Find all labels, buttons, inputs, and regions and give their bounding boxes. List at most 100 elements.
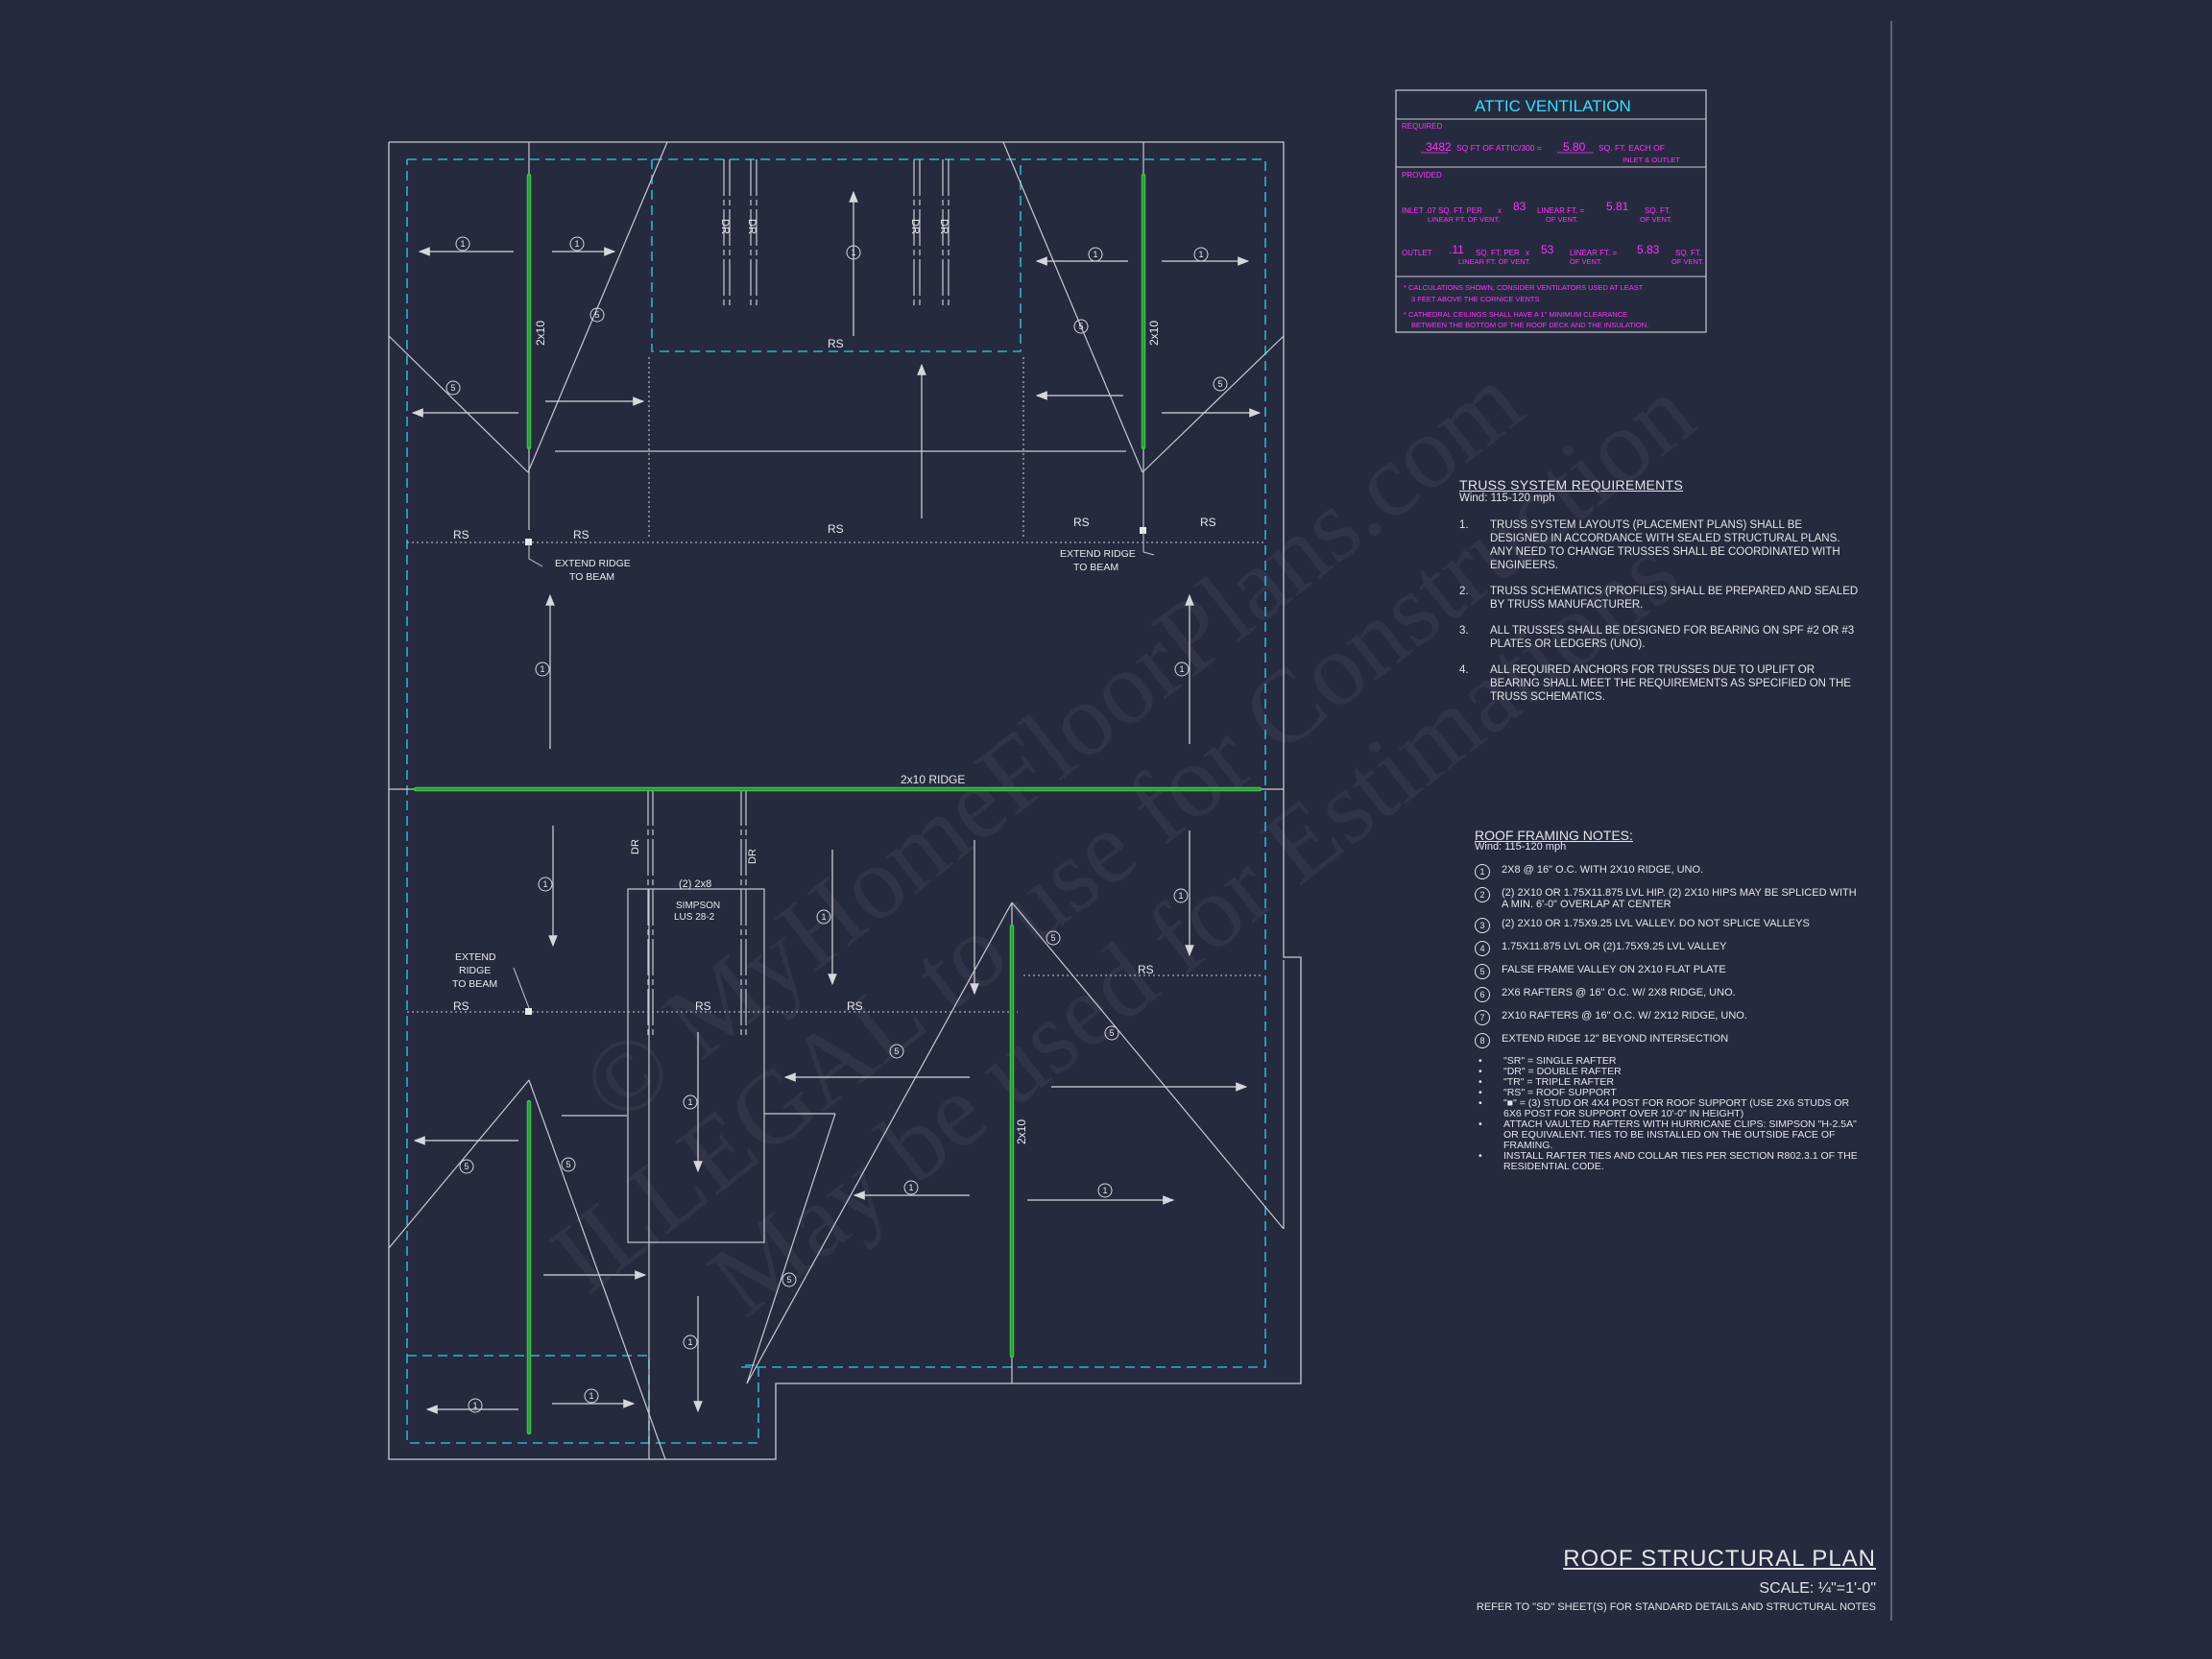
svg-text:1: 1	[687, 1337, 692, 1347]
framing-bullet-text: INSTALL RAFTER TIES AND COLLAR TIES PER …	[1503, 1150, 1858, 1172]
outer-wall-outline	[388, 141, 1302, 1460]
truss-item-text: ALL TRUSSES SHALL BE DESIGNED FOR BEARIN…	[1490, 625, 1855, 650]
framing-bullet-text: ATTACH VAULTED RAFTERS WITH HURRICANE CL…	[1503, 1118, 1857, 1151]
rs-label-1: RS	[453, 528, 469, 541]
dormer-double-rafters	[647, 159, 950, 1037]
framing-note-number: 1	[1475, 864, 1490, 879]
framing-bullet-text: "TR" = TRIPLE RAFTER	[1503, 1076, 1614, 1088]
dr-label-1: DR	[719, 219, 731, 234]
framing-bullet: •"DR" = DOUBLE RAFTER	[1475, 1067, 1859, 1077]
outlet-res-a: SQ. FT.	[1675, 249, 1701, 257]
framing-note: 62x6 RAFTERS @ 16" O.C. W/ 2x8 RIDGE, UN…	[1475, 987, 1859, 1002]
framing-note: 2(2) 2x10 OR 1.75x11.875 LVL HIP. (2) 2x…	[1475, 887, 1859, 910]
rs-label-3: RS	[828, 522, 844, 536]
svg-text:5: 5	[450, 383, 455, 393]
inlet-ft-a: LINEAR FT. =	[1537, 206, 1584, 215]
truss-heading: TRUSS SYSTEM REQUIREMENTS	[1459, 477, 1684, 493]
svg-text:1: 1	[574, 239, 579, 249]
framing-note-text: (2) 2x10 OR 1.75x9.25 LVL VALLEY. DO NOT…	[1502, 918, 1810, 929]
framing-note-text: 1.75x11.875 LVL OR (2)1.75x9.25 LVL VALL…	[1502, 941, 1727, 952]
svg-text:1: 1	[542, 879, 547, 889]
svg-text:1: 1	[908, 1183, 913, 1192]
framing-note-list: 12x8 @ 16" O.C. WITH 2x10 RIDGE, UNO.2(2…	[1475, 864, 1859, 1048]
svg-text:5: 5	[786, 1275, 791, 1285]
simpson-label-b: SIMPSON	[676, 901, 720, 911]
rs-label-2: RS	[573, 528, 589, 541]
framing-note-number: 4	[1475, 941, 1490, 956]
framing-bullet-text: "■" = (3) STUD OR 4x4 POST FOR ROOF SUPP…	[1503, 1097, 1850, 1119]
bullet-glyph: •	[1479, 1150, 1482, 1162]
ridge-label: 2x10 RIDGE	[901, 773, 965, 786]
svg-text:5: 5	[1050, 933, 1055, 943]
inlet-res: 5.81	[1606, 200, 1629, 213]
truss-item: 4.ALL REQUIRED ANCHORS FOR TRUSSES DUE T…	[1459, 663, 1863, 704]
truss-item: 2.TRUSS SCHEMATICS (PROFILES) SHALL BE P…	[1459, 585, 1863, 612]
framing-bullet: •"SR" = SINGLE RAFTER	[1475, 1056, 1859, 1067]
vent-note-2a: * CATHEDRAL CEILINGS SHALL HAVE A 1" MIN…	[1404, 310, 1627, 319]
dormer-outline	[651, 159, 1022, 352]
svg-text:1: 1	[851, 248, 855, 257]
framing-heading: ROOF FRAMING NOTES:	[1475, 828, 1633, 843]
attic-ventilation-title: ATTIC VENTILATION	[1475, 97, 1631, 115]
outlet-res: 5.83	[1637, 243, 1660, 256]
extend-ridge-low-a: EXTEND	[455, 951, 496, 963]
rafter-direction-arrows	[411, 190, 1262, 1414]
svg-text:1: 1	[1198, 250, 1203, 259]
simpson-label-c: LUS 28-2	[674, 912, 715, 923]
req-sqft: 3482	[1426, 140, 1452, 154]
framing-note-text: (2) 2x10 OR 1.75x11.875 LVL HIP. (2) 2x1…	[1502, 887, 1857, 910]
bullet-glyph: •	[1479, 1076, 1482, 1088]
outlet-a: OUTLET	[1402, 249, 1432, 257]
rs-label-6: RS	[828, 337, 844, 350]
inlet-x: x	[1498, 206, 1502, 215]
drawing-scale: SCALE: ¼"=1'-0"	[1759, 1580, 1876, 1597]
framing-note-text: 2x10 RAFTERS @ 16" O.C. W/ 2x12 RIDGE, U…	[1502, 1010, 1747, 1022]
callout-numbers: 1 1 1 1 1 1 1 1 1 1 1 1 1 1 1 1 5 5 5 5 …	[450, 239, 1222, 1410]
outlet-c: LINEAR FT. OF VENT.	[1458, 257, 1530, 266]
req-unit-a: SQ. FT. EACH OF	[1599, 143, 1665, 153]
svg-text:5: 5	[464, 1162, 469, 1171]
rs-label-9: RS	[847, 999, 863, 1013]
truss-requirements: TRUSS SYSTEM REQUIREMENTS Wind: 115-120 …	[1459, 478, 1863, 716]
extend-ridge-low-c: TO BEAM	[452, 978, 497, 990]
framing-note-number: 3	[1475, 918, 1490, 933]
roof-support-lines	[407, 357, 1263, 1013]
bottom-middle-2x10-label: 2x10	[1015, 1119, 1028, 1144]
outlet-ft: 53	[1541, 243, 1554, 256]
truss-item-text: ALL REQUIRED ANCHORS FOR TRUSSES DUE TO …	[1490, 664, 1851, 703]
framing-note-text: FALSE FRAME VALLEY ON 2x10 FLAT PLATE	[1502, 964, 1726, 975]
extend-ridge-right-a: EXTEND RIDGE	[1060, 548, 1136, 560]
svg-text:5: 5	[565, 1160, 570, 1169]
svg-text:5: 5	[594, 310, 599, 320]
rs-label-7: RS	[453, 999, 469, 1013]
vent-note-1b: 3 FEET ABOVE THE CORNICE VENTS	[1411, 295, 1540, 303]
extend-ridge-left-a: EXTEND RIDGE	[555, 558, 631, 569]
framing-bullet-list: •"SR" = SINGLE RAFTER•"DR" = DOUBLE RAFT…	[1475, 1056, 1859, 1172]
dr-label-4: DR	[938, 219, 950, 234]
ridge-members	[413, 173, 1262, 1435]
framing-bullet-text: "SR" = SINGLE RAFTER	[1503, 1055, 1617, 1067]
bullet-glyph: •	[1479, 1066, 1482, 1077]
dr-label-6: DR	[747, 849, 758, 864]
drawing-reference: REFER TO "SD" SHEET(S) FOR STANDARD DETA…	[1476, 1601, 1876, 1613]
svg-text:5: 5	[1109, 1028, 1114, 1038]
framing-bullet: • INSTALL RAFTER TIES AND COLLAR TIES PER…	[1475, 1151, 1859, 1172]
extend-ridge-leaders	[513, 530, 1155, 1009]
framing-note-number: 7	[1475, 1010, 1490, 1025]
ridge-inner-lines	[416, 176, 1260, 1432]
rs-label-4: RS	[1073, 516, 1090, 529]
inlet-a: INLET .07 SQ. FT. PER	[1402, 206, 1482, 215]
svg-text:1: 1	[589, 1391, 593, 1401]
req-result: 5.80	[1563, 140, 1586, 154]
svg-text:1: 1	[460, 239, 465, 249]
svg-text:5: 5	[1217, 379, 1222, 389]
truss-wind: Wind: 115-120 mph	[1459, 493, 1555, 504]
svg-text:1: 1	[1093, 250, 1097, 259]
outlet-res-b: OF VENT.	[1671, 257, 1704, 266]
roof-overhang-outline	[406, 158, 1266, 1444]
attic-ventilation-box: ATTIC VENTILATION REQUIRED 3482 SQ FT OF…	[1395, 89, 1707, 333]
truss-item: 3.ALL TRUSSES SHALL BE DESIGNED FOR BEAR…	[1459, 624, 1863, 651]
framing-note: 3 (2) 2x10 OR 1.75x9.25 LVL VALLEY. DO NO…	[1475, 918, 1859, 933]
extend-ridge-low-b: RIDGE	[459, 965, 491, 976]
